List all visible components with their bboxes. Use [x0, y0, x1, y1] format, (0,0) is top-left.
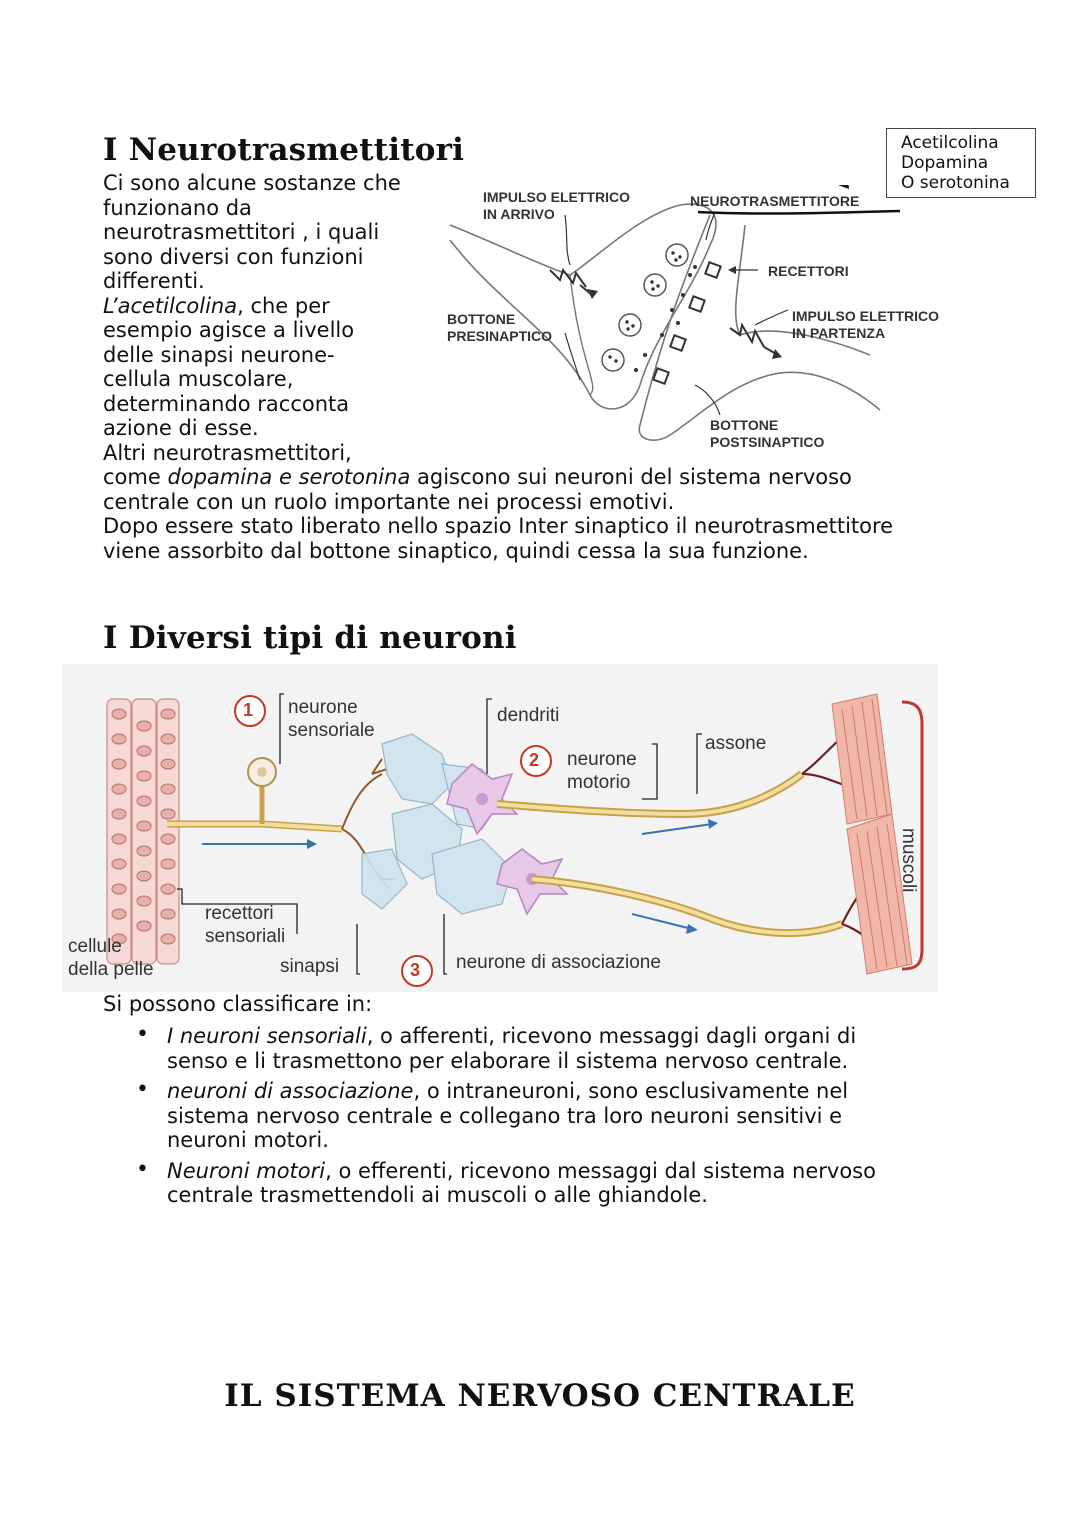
label-neurone-associazione: neurone di associazione — [456, 952, 661, 973]
text-line: esempio agisce a livello — [103, 318, 355, 342]
text-line: Ci sono alcune sostanze che — [103, 171, 401, 195]
number-badge-2: 2 — [529, 750, 540, 770]
term-neuroni-associazione: neuroni di associazione — [167, 1079, 414, 1103]
label-bottone-postsinaptico: BOTTONE POSTSINAPTICO — [710, 417, 824, 451]
text-line: funzionano da — [103, 195, 252, 220]
neurotransmitter-note-box: Acetilcolina Dopamina O serotonina — [886, 128, 1036, 198]
label-muscoli: muscoli — [898, 828, 919, 893]
number-badge-3: 3 — [410, 960, 421, 980]
text-line: viene assorbito dal bottone sinaptico, q… — [103, 538, 809, 563]
neuron-types-list: I neuroni sensoriali, o afferenti, ricev… — [130, 1023, 1010, 1214]
neuron-types-diagram: 1 neurone sensoriale dendriti 2 neurone … — [62, 664, 938, 992]
term-neuroni-sensoriali: I neuroni sensoriali — [167, 1024, 367, 1048]
continuation-paragraph: come dopamina e serotonina agiscono sui … — [103, 465, 1003, 563]
label-line: BOTTONE — [447, 311, 516, 327]
synapse-illustration — [449, 154, 901, 441]
label-line: IN PARTENZA — [792, 325, 886, 341]
footer-section-title: IL SISTEMA NERVOSO CENTRALE — [224, 1378, 856, 1414]
synapse-diagram: IMPULSO ELETTRICO IN ARRIVO NEUROTRASMET… — [440, 154, 980, 460]
label-line: sensoriale — [288, 720, 375, 741]
label-dendriti: dendriti — [497, 705, 560, 726]
label-bottone-presinaptico: BOTTONE PRESINAPTICO — [447, 311, 552, 345]
note-line: O serotonina — [901, 173, 1010, 193]
intro-paragraph: Ci sono alcune sostanze che funzionano d… — [103, 171, 483, 465]
note-line: Acetilcolina — [901, 133, 999, 153]
text-line: delle sinapsi neurone- — [103, 342, 335, 367]
section-title-tipi-neuroni: I Diversi tipi di neuroni — [103, 620, 517, 656]
text-line: Altri neurotrasmettitori, — [103, 440, 352, 465]
label-recettori-sensoriali: recettori sensoriali — [205, 902, 285, 948]
text-line: sono diversi con funzioni — [103, 244, 364, 269]
label-line: BOTTONE — [710, 417, 779, 433]
label-line: IMPULSO ELETTRICO — [483, 189, 630, 205]
text-line: differenti. — [103, 269, 205, 293]
text-line: come dopamina e serotonina agiscono sui … — [103, 465, 852, 489]
text-line: Dopo essere stato liberato nello spazio … — [103, 514, 894, 538]
dopamina-term: dopamina e serotonina — [167, 465, 411, 489]
label-line: sensoriali — [205, 926, 286, 947]
text-line: neurotrasmettitori , i quali — [103, 220, 380, 244]
label-sinapsi: sinapsi — [280, 956, 340, 977]
label-neurotrasmettitore: NEUROTRASMETTITORE — [690, 193, 860, 209]
list-item: Neuroni motori, o efferenti, ricevono me… — [130, 1158, 1010, 1208]
text-line: centrale con un ruolo importante nei pro… — [103, 489, 675, 514]
note-line: Dopamina — [901, 153, 989, 173]
acetilcolina-term: L’acetilcolina — [103, 293, 238, 318]
label-line: della pelle — [68, 959, 154, 980]
label-cellule-pelle: cellule della pelle — [68, 935, 154, 981]
label-line: neurone — [567, 749, 637, 770]
label-assone: assone — [705, 733, 767, 754]
text-line: azione di esse. — [103, 416, 259, 440]
label-line: cellule — [68, 936, 122, 957]
text-line: cellula muscolare, — [103, 367, 294, 391]
label-neurone-motorio: neurone motorio — [567, 748, 637, 794]
label-line: recettori — [205, 903, 274, 924]
list-item: neuroni di associazione, o intraneuroni,… — [130, 1078, 1010, 1153]
number-badge-1: 1 — [243, 700, 254, 720]
label-recettori: RECETTORI — [768, 263, 849, 279]
text-line: L’acetilcolina, che per — [103, 293, 330, 318]
label-line: neurone — [288, 697, 358, 718]
text-line: determinando racconta — [103, 391, 350, 416]
neuron-illustration — [106, 693, 924, 987]
label-line: IN ARRIVO — [483, 206, 555, 222]
section-title-neurotrasmettitori: I Neurotrasmettitori — [103, 132, 465, 168]
term-neuroni-motori: Neuroni motori — [167, 1158, 326, 1183]
classification-intro: Si possono classificare in: — [103, 992, 373, 1016]
label-line: IMPULSO ELETTRICO — [792, 308, 939, 324]
label-impulso-arrivo: IMPULSO ELETTRICO IN ARRIVO — [483, 189, 630, 223]
label-neurone-sensoriale: neurone sensoriale — [288, 696, 375, 742]
label-line: POSTSINAPTICO — [710, 434, 825, 450]
list-item: I neuroni sensoriali, o afferenti, ricev… — [130, 1023, 1010, 1073]
label-line: motorio — [567, 772, 631, 793]
label-line: PRESINAPTICO — [447, 328, 553, 344]
label-impulso-partenza: IMPULSO ELETTRICO IN PARTENZA — [792, 308, 939, 342]
